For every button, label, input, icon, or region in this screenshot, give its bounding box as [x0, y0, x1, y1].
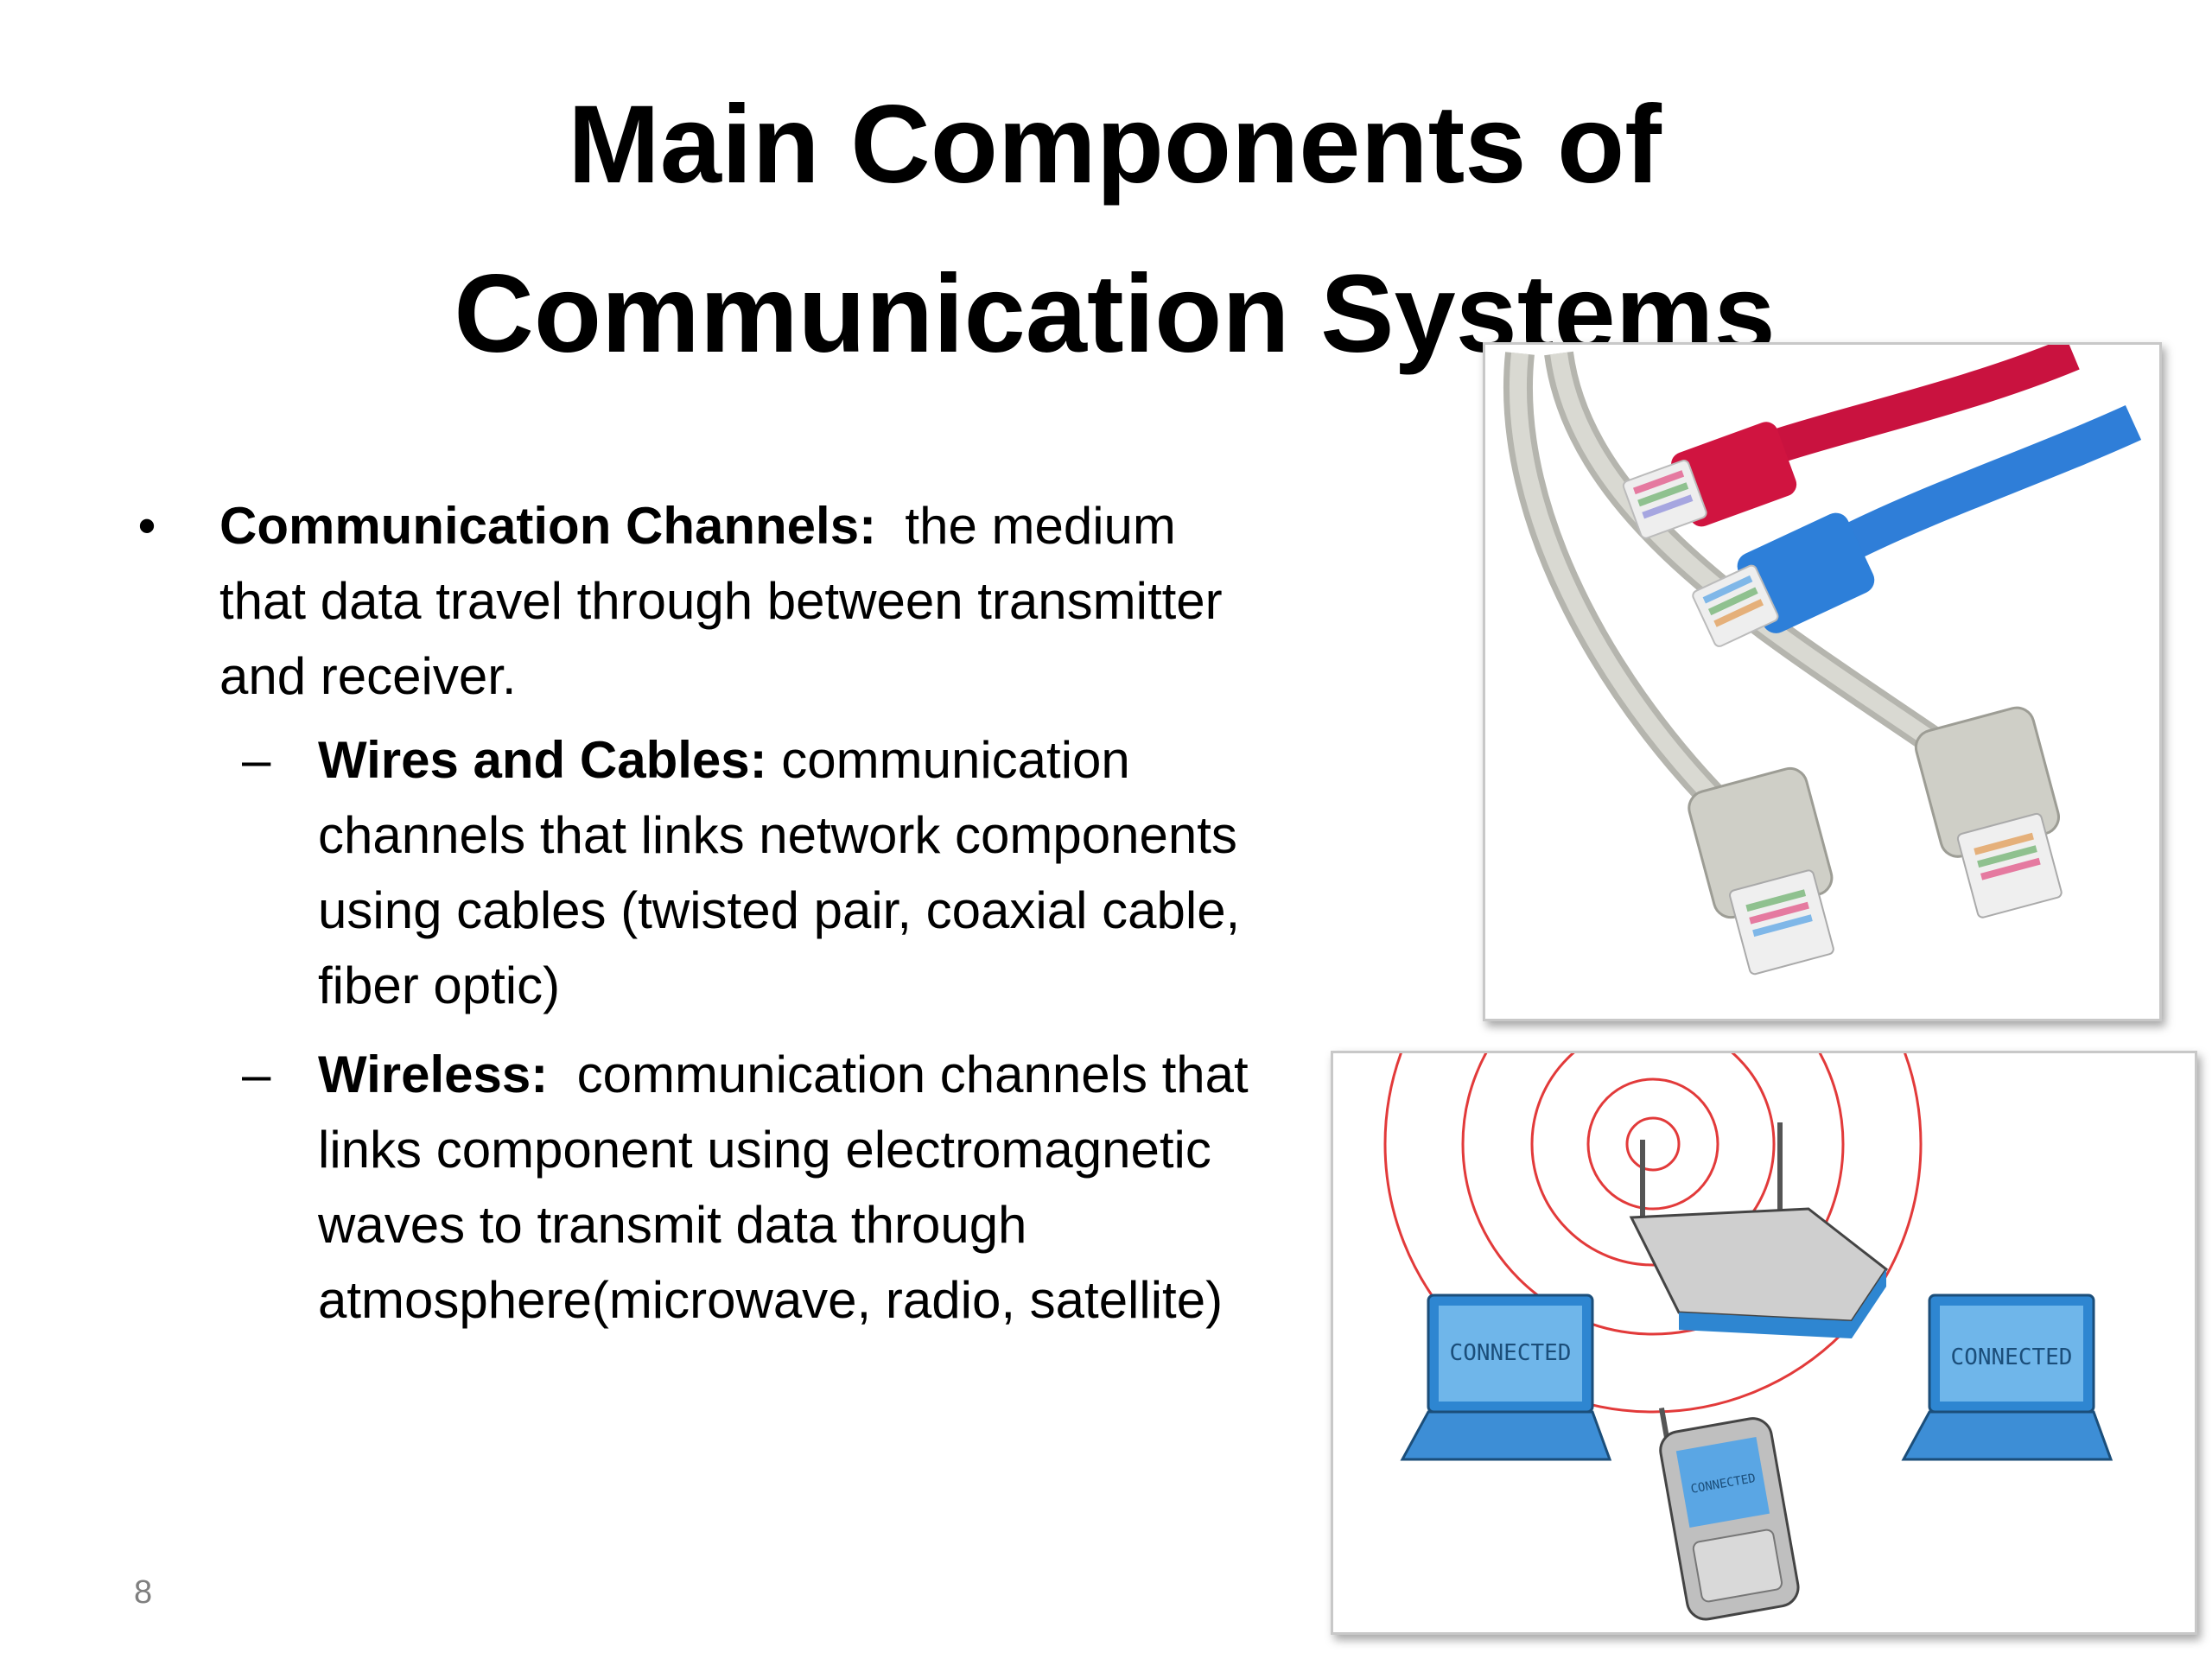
wireless-network-image: CONNECTED CONNECTED CONNECTED	[1331, 1051, 2197, 1635]
page-number: 8	[134, 1574, 153, 1611]
sub-bullet-dash: –	[242, 731, 271, 789]
sub-bullet-dash: –	[242, 1046, 271, 1103]
sub-bullet-label: Wires and Cables:	[318, 731, 767, 789]
signal-waves	[1383, 1053, 1923, 1414]
sub-bullet-wires-and-cables: – Wires and Cables: communication channe…	[130, 722, 1253, 1023]
sub-bullet-label: Wireless:	[318, 1046, 549, 1103]
sub-bullet-text: communication channels that links networ…	[318, 731, 1241, 1014]
bullet-communication-channels: • Communication Channels: the medium tha…	[130, 488, 1253, 714]
slide-title: Main Components of Communication Systems	[259, 60, 1970, 399]
router-icon	[1629, 1122, 1889, 1338]
laptop-left-icon: CONNECTED	[1400, 1294, 1612, 1461]
bullet-label: Communication Channels:	[219, 497, 877, 555]
title-line-1: Main Components of	[568, 83, 1662, 207]
screen-label: CONNECTED	[1951, 1344, 2073, 1370]
screen-label: CONNECTED	[1450, 1340, 1572, 1366]
pda-phone-icon: CONNECTED	[1658, 1407, 1800, 1621]
sub-bullet-list: – Wires and Cables: communication channe…	[130, 722, 1253, 1338]
sub-bullet-text: communication channels that links compon…	[318, 1046, 1249, 1329]
bullet-text: the medium that data travel through betw…	[219, 497, 1223, 705]
slide-body: • Communication Channels: the medium tha…	[130, 488, 1253, 1351]
sub-bullet-wireless: – Wireless: communication channels that …	[130, 1037, 1253, 1338]
laptop-right-icon: CONNECTED	[1901, 1294, 2113, 1461]
ethernet-cables-illustration	[1485, 345, 2159, 1019]
bullet-dot: •	[137, 497, 156, 555]
ethernet-cables-image	[1483, 342, 2162, 1021]
wireless-network-illustration: CONNECTED CONNECTED CONNECTED	[1333, 1053, 2195, 1632]
